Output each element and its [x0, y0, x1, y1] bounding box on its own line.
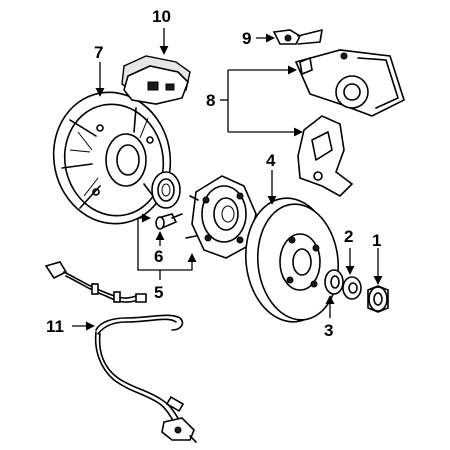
callout-8: 8 [206, 91, 215, 110]
hub-nut-part [342, 276, 362, 300]
callout-9: 9 [242, 29, 251, 48]
callout-2: 2 [344, 227, 353, 246]
callout-labels: 1 2 3 4 5 6 7 8 9 10 11 [46, 7, 381, 340]
callout-1: 1 [372, 231, 381, 250]
callout-6: 6 [154, 247, 163, 266]
abs-sensor-part [94, 314, 197, 443]
inner-bearing-part [324, 269, 344, 295]
callout-10: 10 [152, 7, 171, 26]
caliper-bracket-small-part [272, 29, 323, 45]
sensor-cable-part [44, 261, 147, 303]
wheel-stud-part [155, 213, 183, 230]
caliper-part [294, 49, 405, 117]
callout-5: 5 [154, 283, 163, 302]
callout-7: 7 [94, 43, 103, 62]
brake-pads-part [121, 55, 191, 105]
brake-rotor-part [244, 197, 340, 323]
hub-cap-part [367, 285, 389, 313]
callout-11: 11 [46, 317, 64, 336]
leader-lines [72, 28, 383, 331]
callout-3: 3 [324, 321, 333, 340]
caliper-mount-bracket-part [297, 115, 354, 197]
dust-shield-part [52, 91, 172, 225]
wheel-hub-part [185, 175, 257, 259]
bearing-part [151, 171, 181, 209]
callout-4: 4 [266, 151, 276, 170]
